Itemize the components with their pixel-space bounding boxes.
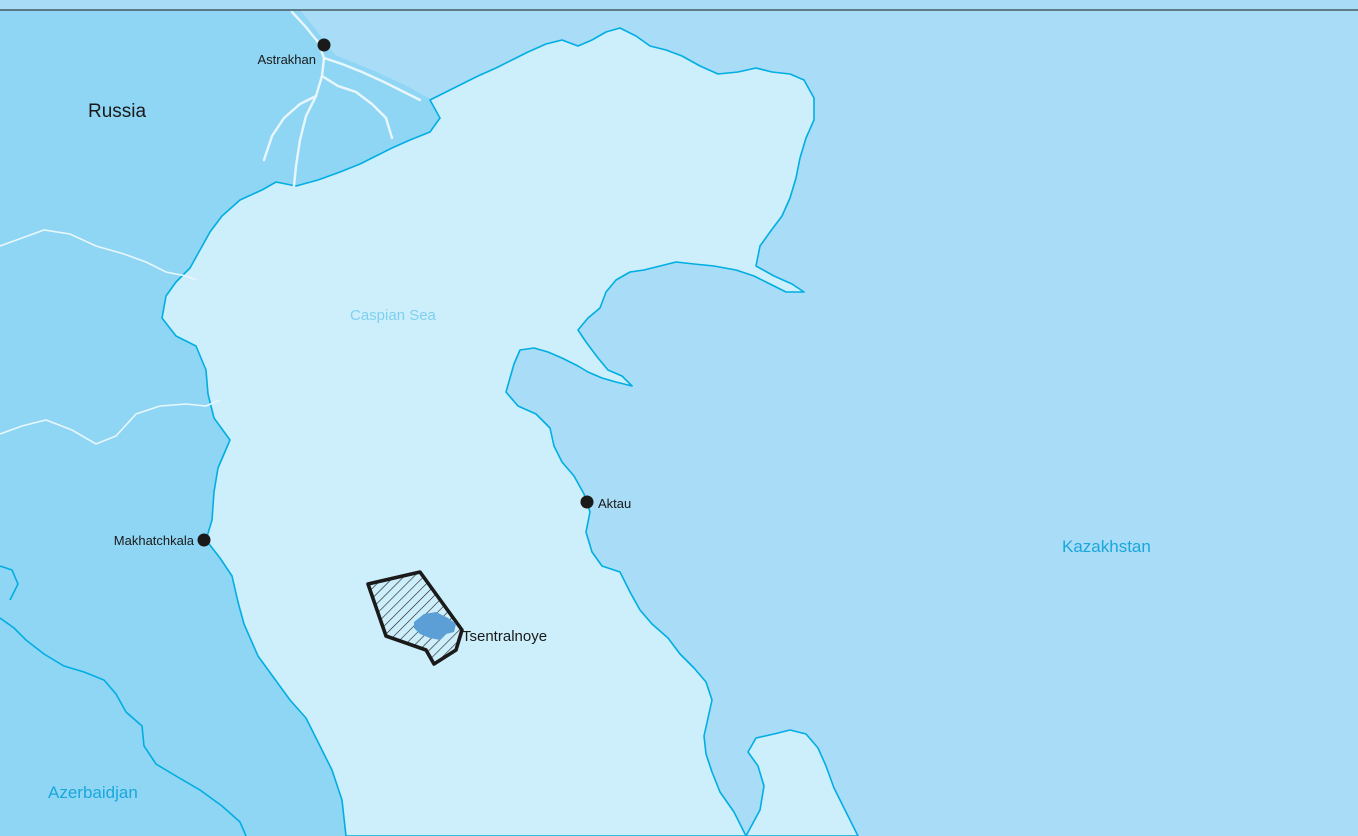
southeast-gulf xyxy=(745,729,859,836)
tsentralnoye-field-area[interactable] xyxy=(366,570,464,666)
caspian-sea xyxy=(161,27,815,836)
sea-label-caspian: Caspian Sea xyxy=(350,307,437,324)
aktau-marker[interactable] xyxy=(580,495,594,509)
city-label-astrakhan: Astrakhan xyxy=(257,52,316,67)
field-label-tsentralnoye: Tsentralnoye xyxy=(462,628,547,645)
country-label-azerbaidjan: Azerbaidjan xyxy=(48,783,138,802)
astrakhan-marker[interactable] xyxy=(317,38,331,52)
volga-river xyxy=(262,10,422,188)
top-border xyxy=(0,0,1358,10)
country-borders xyxy=(0,229,221,445)
tsentralnoye-field-core xyxy=(414,612,456,640)
russia-land xyxy=(0,10,440,836)
country-label-kazakhstan: Kazakhstan xyxy=(1062,537,1151,556)
west-coastline xyxy=(0,565,247,836)
makhatchkala-marker[interactable] xyxy=(197,533,211,547)
city-label-makhatchkala: Makhatchkala xyxy=(114,533,195,548)
city-label-aktau: Aktau xyxy=(598,496,631,511)
country-label-russia: Russia xyxy=(88,101,147,122)
